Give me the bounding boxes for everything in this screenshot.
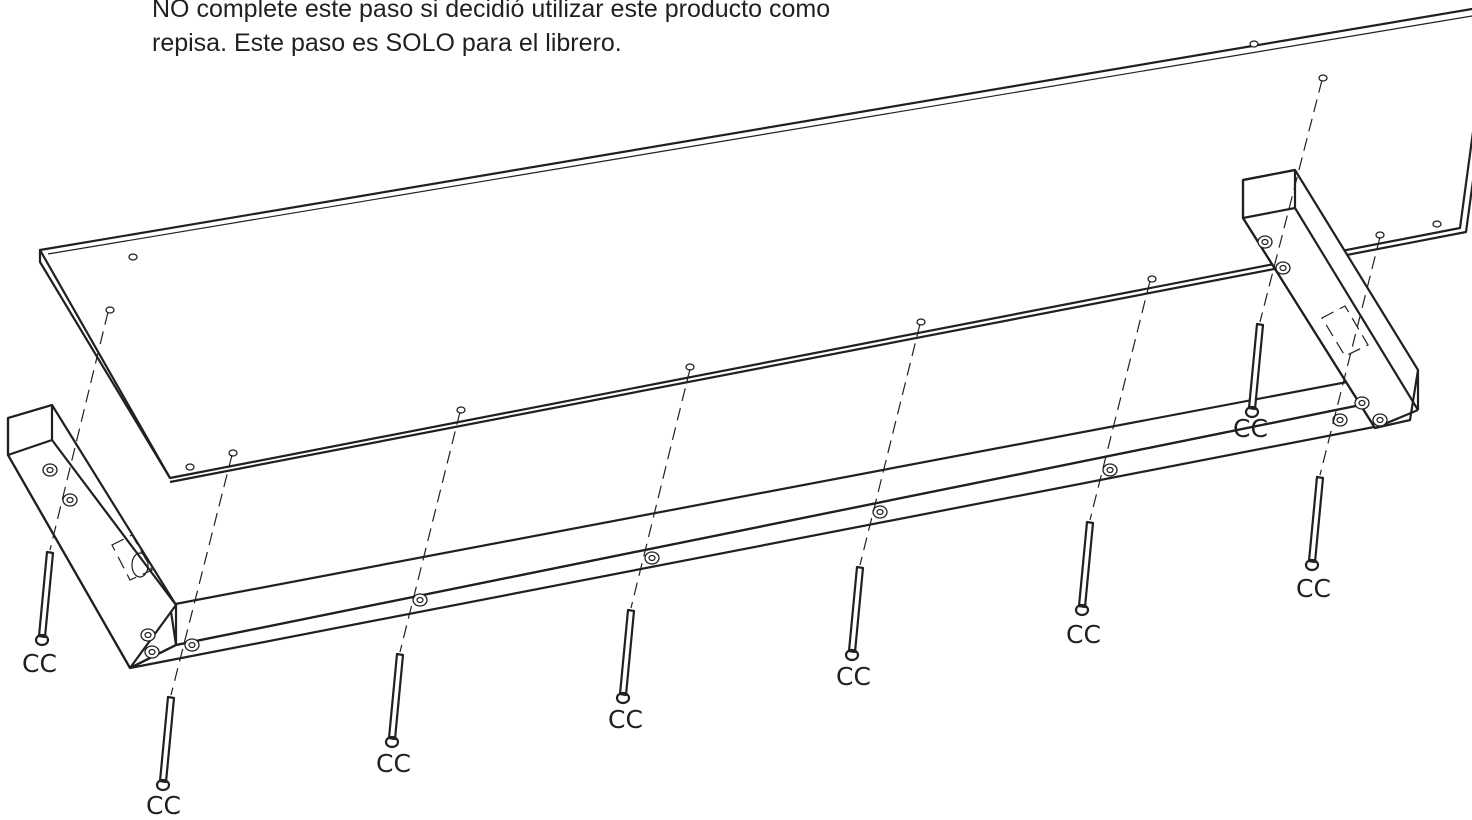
screw-head bbox=[384, 735, 400, 749]
screw-shaft bbox=[1247, 322, 1265, 411]
cam-lock bbox=[1257, 235, 1273, 249]
panel-hole bbox=[105, 306, 115, 314]
panel-hole bbox=[916, 318, 926, 326]
cam-lock bbox=[1372, 413, 1388, 427]
cam-lock-center bbox=[1358, 399, 1366, 407]
cam-lock bbox=[1102, 463, 1118, 477]
cam-lock-center bbox=[1279, 264, 1287, 272]
screw-head bbox=[844, 648, 860, 662]
screw-shaft bbox=[37, 550, 55, 639]
screw-shaft bbox=[618, 608, 636, 697]
cam-lock-center bbox=[46, 466, 54, 474]
screw-cc: CC bbox=[1296, 236, 1381, 603]
panel-hole bbox=[228, 449, 238, 457]
cam-lock-center bbox=[1376, 416, 1384, 424]
screw-shaft bbox=[387, 652, 405, 741]
cam-lock-center bbox=[416, 596, 424, 604]
screw-shaft bbox=[1307, 475, 1325, 564]
instruction-text: NO complete este paso si decidió utiliza… bbox=[152, 0, 1052, 60]
panel-hole bbox=[185, 463, 195, 471]
alignment-line bbox=[630, 368, 691, 609]
screw-label: CC bbox=[1066, 620, 1101, 649]
screw-label: CC bbox=[376, 749, 411, 778]
cam-lock bbox=[42, 463, 58, 477]
cam-lock-center bbox=[188, 641, 196, 649]
screw-label: CC bbox=[608, 705, 643, 734]
screw-cc: CC bbox=[376, 411, 461, 778]
screw-head bbox=[1074, 603, 1090, 617]
panel-hole bbox=[456, 406, 466, 414]
screw-shaft bbox=[1077, 520, 1095, 609]
screw-label: CC bbox=[1296, 574, 1331, 603]
cam-lock bbox=[184, 638, 200, 652]
alignment-line bbox=[1089, 280, 1151, 521]
instruction-line-2: repisa. Este paso es SOLO para el librer… bbox=[152, 29, 622, 57]
panel-hole bbox=[128, 253, 138, 261]
alignment-line bbox=[1319, 236, 1381, 476]
cam-lock bbox=[644, 551, 660, 565]
panel-hole bbox=[1318, 74, 1328, 82]
panel-hole bbox=[1147, 275, 1157, 283]
screw-shaft bbox=[158, 695, 176, 784]
cam-lock-center bbox=[144, 631, 152, 639]
rail-holes bbox=[42, 235, 1388, 659]
screw-head bbox=[155, 778, 171, 792]
alignment-line bbox=[859, 323, 921, 566]
screws: CC CC CC CC CC CC CC CC bbox=[22, 79, 1381, 820]
panel-hole bbox=[1432, 220, 1442, 228]
panel-hole bbox=[1249, 40, 1259, 48]
screw-head bbox=[1244, 405, 1260, 419]
cam-lock bbox=[144, 645, 160, 659]
cam-lock-center bbox=[1336, 416, 1344, 424]
cam-lock bbox=[140, 628, 156, 642]
cam-lock bbox=[1332, 413, 1348, 427]
alignment-line bbox=[1259, 79, 1323, 323]
screw-cc: CC bbox=[608, 368, 691, 734]
screw-label: CC bbox=[22, 649, 57, 678]
screw-cc: CC bbox=[22, 311, 109, 678]
cam-lock-center bbox=[66, 496, 74, 504]
alignment-line bbox=[170, 454, 233, 696]
cam-lock bbox=[62, 493, 78, 507]
cam-lock-center bbox=[148, 648, 156, 656]
cam-lock-center bbox=[1106, 466, 1114, 474]
screw-label: CC bbox=[146, 791, 181, 820]
screw-label: CC bbox=[836, 662, 871, 691]
cam-lock bbox=[1275, 261, 1291, 275]
panel-holes bbox=[105, 40, 1442, 471]
screw-cc: CC bbox=[146, 454, 233, 820]
screw-cc: CC bbox=[1233, 79, 1323, 443]
screw-label: CC bbox=[1233, 414, 1268, 443]
alignment-line bbox=[399, 411, 461, 653]
top-panel bbox=[38, 7, 1472, 484]
cam-lock bbox=[872, 505, 888, 519]
instruction-line-1: NO complete este paso si decidió utiliza… bbox=[152, 0, 831, 23]
alignment-line bbox=[49, 311, 109, 551]
cam-lock-center bbox=[1261, 238, 1269, 246]
cam-lock bbox=[1354, 396, 1370, 410]
right-leg bbox=[1241, 168, 1420, 430]
screw-head bbox=[1304, 558, 1320, 572]
screw-shaft bbox=[847, 565, 865, 654]
cam-lock-center bbox=[648, 554, 656, 562]
screw-head bbox=[34, 633, 50, 647]
screw-cc: CC bbox=[1066, 280, 1151, 649]
screw-cc: CC bbox=[836, 323, 921, 691]
cam-lock-center bbox=[876, 508, 884, 516]
screw-head bbox=[615, 691, 631, 705]
cam-lock bbox=[412, 593, 428, 607]
